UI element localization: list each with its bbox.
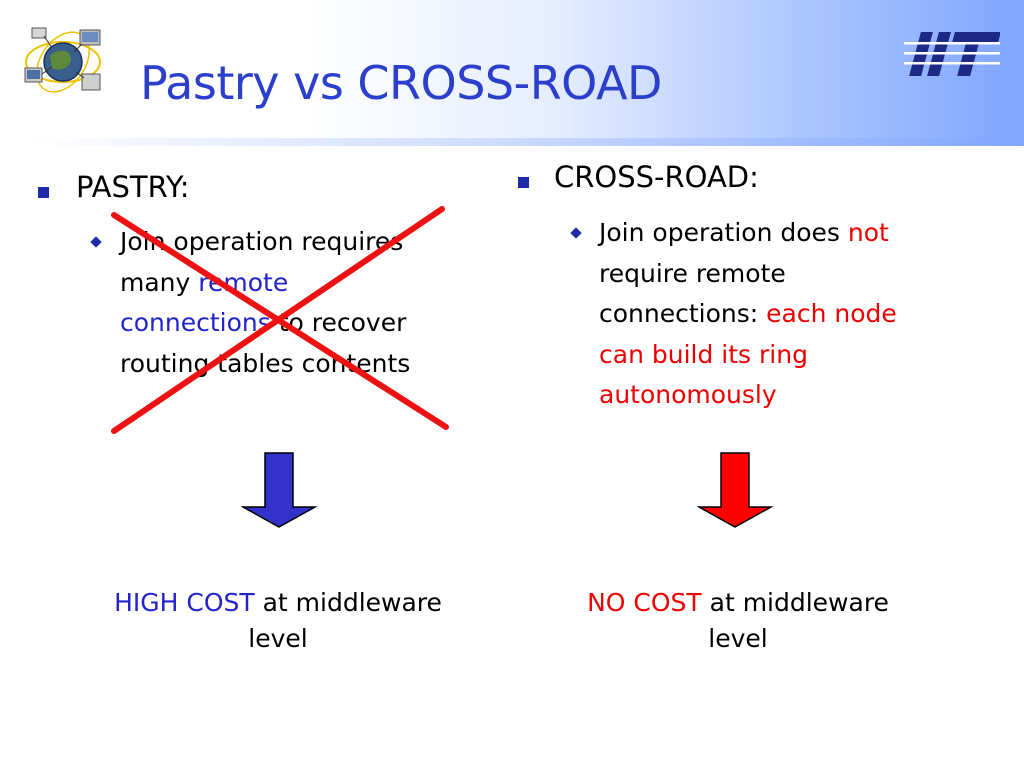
down-arrow-red-icon (697, 452, 773, 528)
left-text: many (120, 267, 199, 297)
right-line-1: Join operation does not (599, 213, 999, 254)
right-text: Join operation does (599, 218, 848, 247)
right-cost-line-1: NO COST at middleware (520, 585, 956, 621)
left-cost-line-1: HIGH COST at middleware (60, 585, 496, 621)
left-cost-label: HIGH COST at middleware level (60, 585, 496, 657)
left-line-2: many remote (120, 263, 480, 304)
right-line-5: autonomously (599, 380, 777, 409)
header-band (0, 0, 1024, 146)
right-line-4: can build its ring (599, 339, 808, 369)
right-cost-emphasis: NO COST (587, 588, 702, 617)
right-highlight: not (847, 218, 889, 247)
slide-title: Pastry vs CROSS-ROAD (140, 56, 662, 110)
left-heading: PASTRY: (76, 170, 190, 204)
bullet-square-icon (38, 187, 49, 198)
right-heading: CROSS-ROAD: (554, 160, 759, 194)
right-highlight: each node (766, 299, 897, 328)
down-arrow-blue-icon (241, 452, 317, 528)
bullet-square-icon (518, 177, 529, 188)
left-highlight: remote (198, 267, 289, 297)
header-rule (30, 138, 1024, 146)
left-cost-text: at middleware (254, 588, 442, 617)
left-cost-line-2: level (248, 624, 308, 653)
iit-logo (904, 32, 1000, 76)
bullet-diamond-icon (90, 236, 102, 248)
right-text: connections: (599, 299, 767, 328)
globe-network-icon (24, 27, 101, 93)
red-cross-mark (111, 206, 449, 434)
right-cost-text: at middleware (701, 588, 889, 617)
right-body: Join operation does not require remote c… (599, 213, 999, 416)
bullet-diamond-icon (570, 227, 582, 239)
right-cost-line-2: level (708, 624, 768, 653)
left-highlight: connections (120, 308, 271, 337)
right-cost-label: NO COST at middleware level (520, 585, 956, 657)
right-line-2: require remote (599, 258, 786, 288)
right-line-3: connections: each node (599, 294, 999, 335)
left-cost-emphasis: HIGH COST (114, 588, 255, 617)
